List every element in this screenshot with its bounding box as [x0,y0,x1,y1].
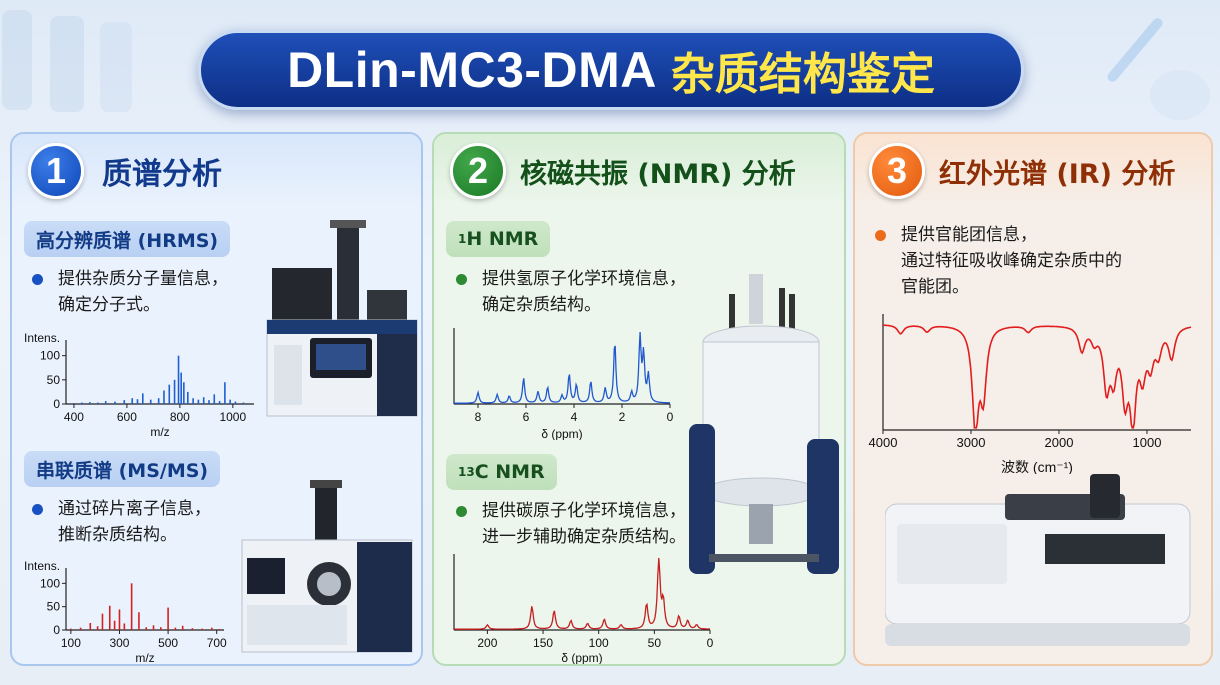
x-axis-label: δ (ppm) [561,651,602,664]
section-pill-msms: 串联质谱 (MS/MS) [24,451,221,487]
background-vial [100,22,132,112]
bullet-line: 官能团。 [901,277,969,297]
bullet-hrms: 提供杂质分子量信息， 确定分子式。 [32,266,228,318]
title-chinese: 杂质结构鉴定 [670,49,935,100]
bullet-line: 确定杂质结构。 [482,295,601,315]
x-axis-label: m/z [135,651,154,664]
bullet-dot [32,504,43,515]
bullet-dot [456,506,467,517]
x-tick-label: 800 [170,410,190,424]
x-axis-label: 波数 (cm⁻¹) [1001,459,1073,474]
bullet-line: 提供碳原子化学环境信息， [482,501,686,521]
bullet-dot [32,274,43,285]
hrms-spectrum-chart: 400 600 800 1000 0 50 100 Intens. m/z [24,331,254,438]
bullet-line: 确定分子式。 [58,295,160,315]
bullet-ir: 提供官能团信息， 通过特征吸收峰确定杂质中的 官能团。 [875,222,1122,300]
isotope-superscript: 13 [458,465,475,479]
x-tick-label: 0 [667,410,674,424]
x-tick-label: 4 [571,410,578,424]
background-vial [2,10,32,110]
panel-title: 红外光谱 (IR) 分析 [939,158,1176,190]
background-pipette [1105,16,1165,84]
bullet-dot [456,274,467,285]
ir-spectrum-chart: 4000 3000 2000 1000 波数 (cm⁻¹) [869,314,1192,474]
x-tick-label: 8 [475,410,482,424]
isotope-superscript: 1 [458,232,467,246]
bullet-line: 推断杂质结构。 [58,525,177,545]
13c-nmr-spectrum-chart: 200 150 100 50 0 δ (ppm) [453,554,714,664]
spectrum-line [454,331,671,404]
step-number-badge: 2 [450,143,506,199]
hrms-instrument-image [266,220,418,417]
y-tick-label: 100 [40,576,60,590]
x-tick-label: 50 [648,636,662,650]
step-number-badge: 3 [869,143,925,199]
x-tick-label: 600 [117,410,137,424]
nmr-magnet-image [689,274,839,574]
pill-label: C NMR [474,461,545,483]
spectrum-line [454,557,710,630]
background-flask [1150,70,1210,120]
msms-instrument-image [241,480,413,653]
y-tick-label: 0 [53,397,60,411]
panel-mass-spectrometry: 1 质谱分析 高分辨质谱 (HRMS) 提供杂质分子量信息， 确定分子式。 40… [10,132,423,666]
x-tick-label: 700 [207,636,227,650]
transmittance-line [883,324,1192,429]
panel-title: 质谱分析 [102,157,222,192]
x-tick-label: 200 [477,636,497,650]
x-axis-label: δ (ppm) [541,427,582,440]
x-tick-label: 2 [619,410,626,424]
x-tick-label: 3000 [957,435,986,450]
x-tick-label: 100 [589,636,609,650]
bullet-line: 提供官能团信息， [901,225,1037,245]
main-title-banner: DLin-MC3-DMA 杂质结构鉴定 [198,30,1024,110]
bullet-line: 提供杂质分子量信息， [58,269,228,289]
panel-header: 1 质谱分析 [12,134,421,208]
bullet-line: 进一步辅助确定杂质结构。 [482,527,686,547]
bullet-line: 通过特征吸收峰确定杂质中的 [901,251,1122,271]
bullet-msms: 通过碎片离子信息， 推断杂质结构。 [32,496,211,548]
bullet-line: 通过碎片离子信息， [58,499,211,519]
bullet-13c-nmr: 提供碳原子化学环境信息， 进一步辅助确定杂质结构。 [456,498,686,550]
bullet-line: 提供氢原子化学环境信息， [482,269,686,289]
pill-label: H NMR [466,228,539,250]
y-tick-label: 50 [47,600,61,614]
bullet-1h-nmr: 提供氢原子化学环境信息， 确定杂质结构。 [456,266,686,318]
background-vial [50,16,84,112]
x-tick-label: 1000 [219,410,246,424]
title-english: DLin-MC3-DMA [287,42,657,98]
y-axis-label: Intens. [24,559,60,573]
x-tick-label: 500 [158,636,178,650]
x-axis-label: m/z [150,425,169,438]
panel-header: 3 红外光谱 (IR) 分析 [855,134,1211,208]
ftir-instrument-image [885,474,1191,646]
bullet-dot [875,230,886,241]
x-tick-label: 100 [61,636,81,650]
y-axis-label: Intens. [24,331,60,345]
y-tick-label: 50 [47,373,61,387]
section-pill-hrms: 高分辨质谱 (HRMS) [24,221,231,257]
y-tick-label: 100 [40,349,60,363]
step-number-badge: 1 [28,143,84,199]
x-tick-label: 4000 [869,435,898,450]
y-tick-label: 0 [53,623,60,637]
x-tick-label: 2000 [1045,435,1074,450]
x-tick-label: 6 [523,410,530,424]
x-tick-label: 300 [109,636,129,650]
x-tick-label: 400 [64,410,84,424]
x-tick-label: 1000 [1133,435,1162,450]
panel-title: 核磁共振 (NMR) 分析 [520,158,796,190]
panel-infrared: 3 红外光谱 (IR) 分析 提供官能团信息， 通过特征吸收峰确定杂质中的 官能… [853,132,1213,666]
panel-header: 2 核磁共振 (NMR) 分析 [434,134,844,208]
x-tick-label: 150 [533,636,553,650]
msms-spectrum-chart: 100 300 500 700 0 50 100 Intens. m/z [24,559,227,664]
1h-nmr-spectrum-chart: 8 6 4 2 0 δ (ppm) [453,328,674,440]
x-tick-label: 0 [707,636,714,650]
